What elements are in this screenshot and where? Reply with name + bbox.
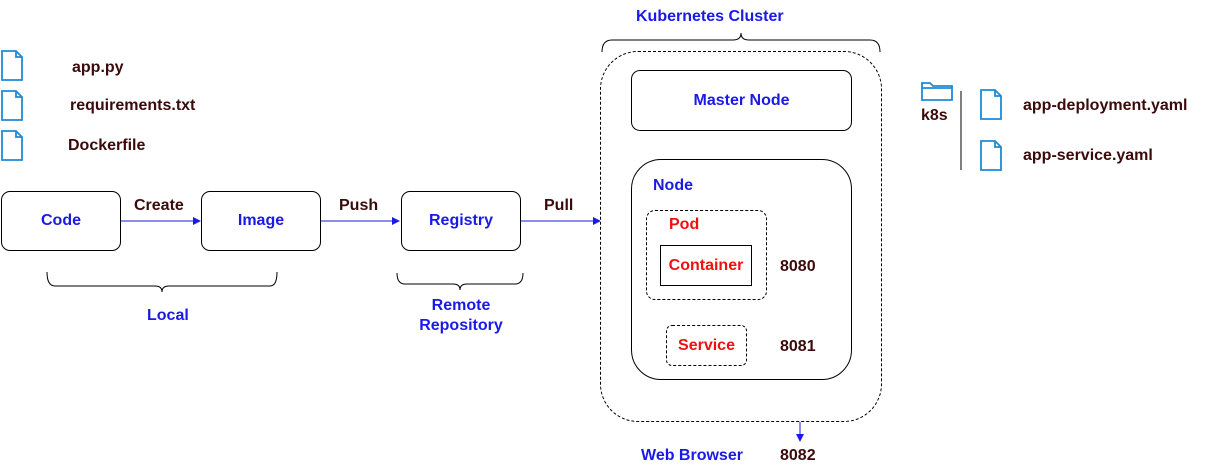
file-icon-dockerfile (1, 130, 23, 161)
node-label: Node (653, 177, 693, 194)
web-browser-label: Web Browser (641, 447, 743, 464)
file-label-dockerfile: Dockerfile (68, 137, 146, 154)
port-8080-label: 8080 (780, 258, 816, 275)
create-label: Create (134, 197, 184, 214)
registry-box: Registry (401, 191, 521, 251)
code-box: Code (1, 191, 121, 251)
push-label: Push (339, 197, 379, 214)
image-label: Image (237, 212, 285, 229)
brace-cluster (601, 32, 881, 53)
file-icon-service (980, 140, 1002, 171)
file-icon-requirements (1, 90, 23, 121)
brace-local (46, 271, 278, 293)
port-8082-label: 8082 (780, 447, 816, 464)
master-node-label: Master Node (693, 91, 790, 109)
file-icon-app (1, 50, 23, 81)
service-box: Service (666, 325, 747, 366)
folder-icon-k8s (921, 82, 953, 101)
file-label-app: app.py (72, 59, 124, 76)
pull-label: Pull (544, 197, 574, 214)
file-icon-deployment (980, 89, 1002, 120)
brace-remote (396, 272, 524, 291)
container-box: Container (660, 245, 752, 286)
container-label: Container (668, 256, 744, 274)
pod-label: Pod (669, 216, 700, 233)
code-label: Code (41, 212, 81, 229)
master-node-box: Master Node (631, 70, 852, 131)
local-label: Local (147, 307, 189, 324)
image-box: Image (201, 191, 321, 251)
remote-repository-label: Remote Repository (419, 297, 503, 334)
cluster-title: Kubernetes Cluster (636, 8, 784, 25)
service-file-label: app-service.yaml (1023, 147, 1153, 164)
port-8081-label: 8081 (780, 338, 816, 355)
service-label: Service (678, 336, 735, 354)
k8s-folder-label: k8s (921, 107, 948, 124)
file-label-requirements: requirements.txt (70, 97, 196, 114)
deployment-file-label: app-deployment.yaml (1023, 97, 1188, 114)
registry-label: Registry (428, 212, 494, 229)
